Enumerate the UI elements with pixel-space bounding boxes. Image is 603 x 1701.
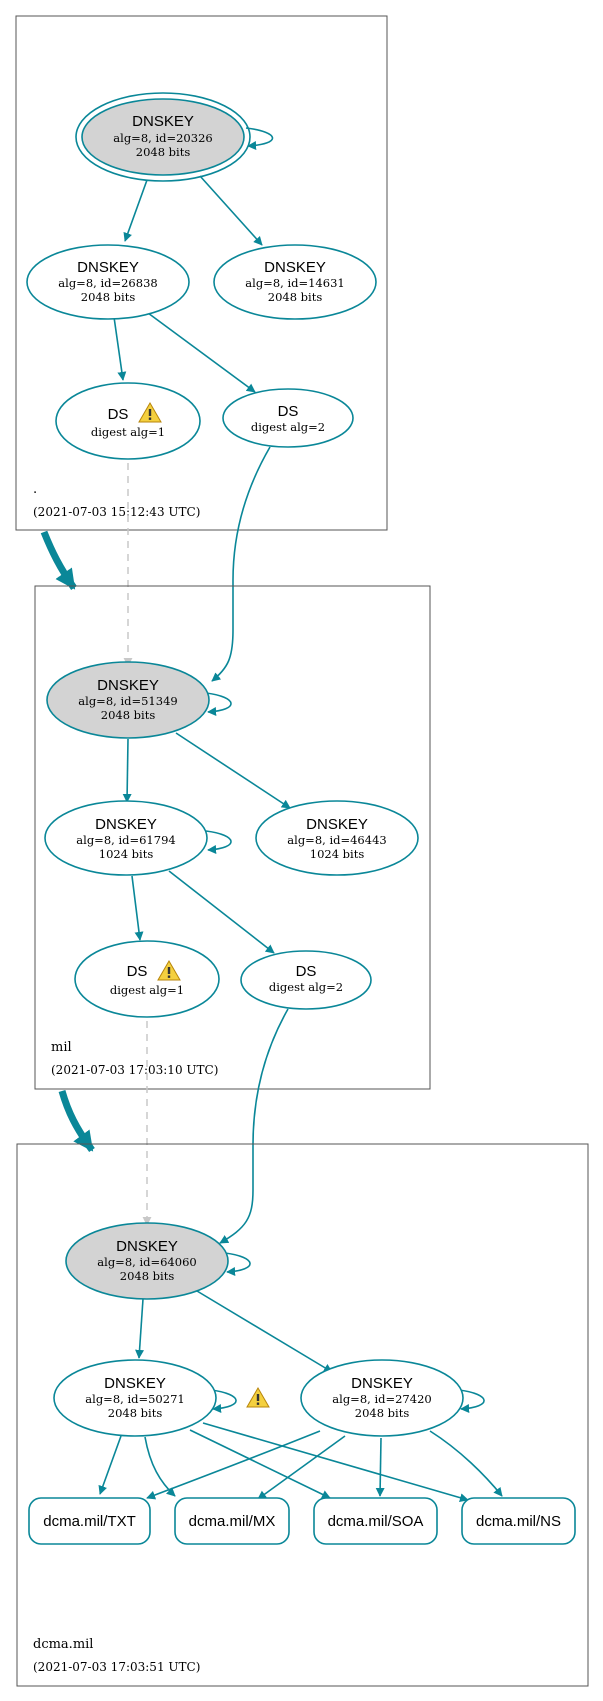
edge-61794-ds1 (131, 875, 144, 941)
dnskey-id: alg=8, id=20326 (113, 131, 212, 145)
ds-title: DS (108, 406, 129, 423)
dnskey-title: DNSKEY (95, 816, 157, 833)
dnskey-id: alg=8, id=26838 (58, 276, 157, 290)
rrset-label: dcma.mil/MX (189, 1513, 276, 1530)
edge-26838-ds1 (113, 316, 127, 381)
dnskey-node-46443: DNSKEY alg=8, id=46443 1024 bits (255, 800, 419, 876)
edge-64060-27420 (196, 1290, 333, 1373)
ds-digest: digest alg=1 (110, 983, 184, 997)
edge-51349-46443 (175, 732, 291, 809)
dnskey-bits: 2048 bits (120, 1269, 175, 1283)
edge-51349-61794 (122, 738, 132, 803)
zone-root-timestamp: (2021-07-03 15:12:43 UTC) (33, 505, 200, 519)
rrset-node-txt: dcma.mil/TXT (28, 1497, 151, 1545)
dnskey-title: DNSKEY (77, 259, 139, 276)
dnskey-bits: 2048 bits (81, 290, 136, 304)
dnskey-node-64060: DNSKEY alg=8, id=64060 2048 bits (65, 1222, 229, 1300)
edge-mil-ds2-to-64060 (219, 1008, 289, 1244)
zone-dcma: dcma.mil (2021-07-03 17:03:51 UTC) DNSKE… (16, 1143, 589, 1687)
zone-root-box (15, 15, 388, 531)
dnskey-id: alg=8, id=64060 (97, 1255, 196, 1269)
dnskey-bits: 1024 bits (99, 847, 154, 861)
edge-50271-ns (202, 1422, 469, 1503)
edge-root-ds2-to-51349 (211, 446, 271, 682)
edge-27420-mx (257, 1435, 346, 1500)
ds-digest: digest alg=1 (91, 425, 165, 439)
edge-64060-50271 (135, 1298, 145, 1359)
dnskey-bits: 2048 bits (268, 290, 323, 304)
edge-27420-soa (375, 1437, 385, 1497)
dnskey-title: DNSKEY (306, 816, 368, 833)
ds-title: DS (296, 963, 317, 980)
delegation-root-to-mil (40, 530, 77, 591)
dnskey-id: alg=8, id=61794 (76, 833, 175, 847)
ds-title: DS (127, 963, 148, 980)
zone-mil-timestamp: (2021-07-03 17:03:10 UTC) (51, 1063, 218, 1077)
ds-title: DS (278, 403, 299, 420)
self-loop-61794 (205, 830, 232, 854)
dnskey-id: alg=8, id=50271 (85, 1392, 184, 1406)
dnskey-bits: 2048 bits (108, 1406, 163, 1420)
zone-root-name: . (33, 482, 37, 497)
dnskey-node-14631: DNSKEY alg=8, id=14631 2048 bits (213, 244, 377, 320)
rrset-node-ns: dcma.mil/NS (461, 1497, 576, 1545)
ds-node-digest2: DS digest alg=2 (222, 388, 354, 448)
zone-dcma-box (16, 1143, 589, 1687)
warning-icon (246, 1387, 270, 1408)
dnskey-node-26838: DNSKEY alg=8, id=26838 2048 bits (26, 244, 190, 320)
ds-node-digest1: DS digest alg=1 (74, 940, 220, 1018)
dnskey-bits: 1024 bits (310, 847, 365, 861)
dnskey-node-20326: DNSKEY alg=8, id=20326 2048 bits (75, 92, 251, 182)
dnskey-node-61794: DNSKEY alg=8, id=61794 1024 bits (44, 800, 208, 876)
dnskey-bits: 2048 bits (101, 708, 156, 722)
delegation-mil-to-dcma (58, 1090, 95, 1153)
dnskey-id: alg=8, id=27420 (332, 1392, 431, 1406)
rrset-node-mx: dcma.mil/MX (174, 1497, 290, 1545)
dnskey-bits: 2048 bits (355, 1406, 410, 1420)
dnskey-title: DNSKEY (104, 1375, 166, 1392)
rrset-label: dcma.mil/TXT (43, 1513, 136, 1530)
self-loop-50271 (210, 1389, 237, 1413)
zone-dcma-timestamp: (2021-07-03 17:03:51 UTC) (33, 1660, 200, 1674)
dnskey-title: DNSKEY (97, 677, 159, 694)
dnskey-title: DNSKEY (132, 113, 194, 130)
dnskey-bits: 2048 bits (136, 145, 191, 159)
edge-20326-14631 (199, 175, 263, 246)
rrset-label: dcma.mil/SOA (328, 1513, 424, 1530)
dnskey-id: alg=8, id=51349 (78, 694, 177, 708)
edge-50271-mx (144, 1436, 176, 1497)
ds-digest: digest alg=2 (269, 980, 343, 994)
dnskey-node-50271: DNSKEY alg=8, id=50271 2048 bits (53, 1359, 270, 1437)
edge-27420-txt (146, 1430, 321, 1500)
ds-node-digest1: DS digest alg=1 (55, 382, 201, 460)
rrset-label: dcma.mil/NS (476, 1513, 561, 1530)
dnskey-node-27420: DNSKEY alg=8, id=27420 2048 bits (300, 1359, 464, 1437)
dnskey-node-51349: DNSKEY alg=8, id=51349 2048 bits (46, 661, 210, 739)
dnskey-id: alg=8, id=14631 (245, 276, 344, 290)
edge-61794-ds2 (168, 870, 275, 954)
edge-20326-26838 (123, 179, 148, 242)
edge-50271-txt (98, 1435, 122, 1495)
self-loop-51349 (205, 692, 232, 716)
dnskey-id: alg=8, id=46443 (287, 833, 386, 847)
dnskey-title: DNSKEY (264, 259, 326, 276)
zone-mil-name: mil (51, 1040, 72, 1055)
zone-root: . (2021-07-03 15:12:43 UTC) DNSKEY alg=8… (15, 15, 388, 531)
ds-node-digest2: DS digest alg=2 (240, 950, 372, 1010)
zone-mil-box (34, 585, 431, 1090)
edge-27420-ns (429, 1430, 503, 1497)
rrset-node-soa: dcma.mil/SOA (313, 1497, 438, 1545)
self-loop-20326 (245, 127, 274, 151)
zone-mil: mil (2021-07-03 17:03:10 UTC) DNSKEY alg… (34, 585, 431, 1090)
edge-26838-ds2 (147, 312, 256, 393)
zone-dcma-name: dcma.mil (33, 1637, 93, 1652)
self-loop-27420 (458, 1389, 485, 1413)
dnskey-title: DNSKEY (116, 1238, 178, 1255)
self-loop-64060 (224, 1252, 251, 1276)
dnskey-title: DNSKEY (351, 1375, 413, 1392)
edge-50271-soa (189, 1429, 331, 1499)
ds-digest: digest alg=2 (251, 420, 325, 434)
